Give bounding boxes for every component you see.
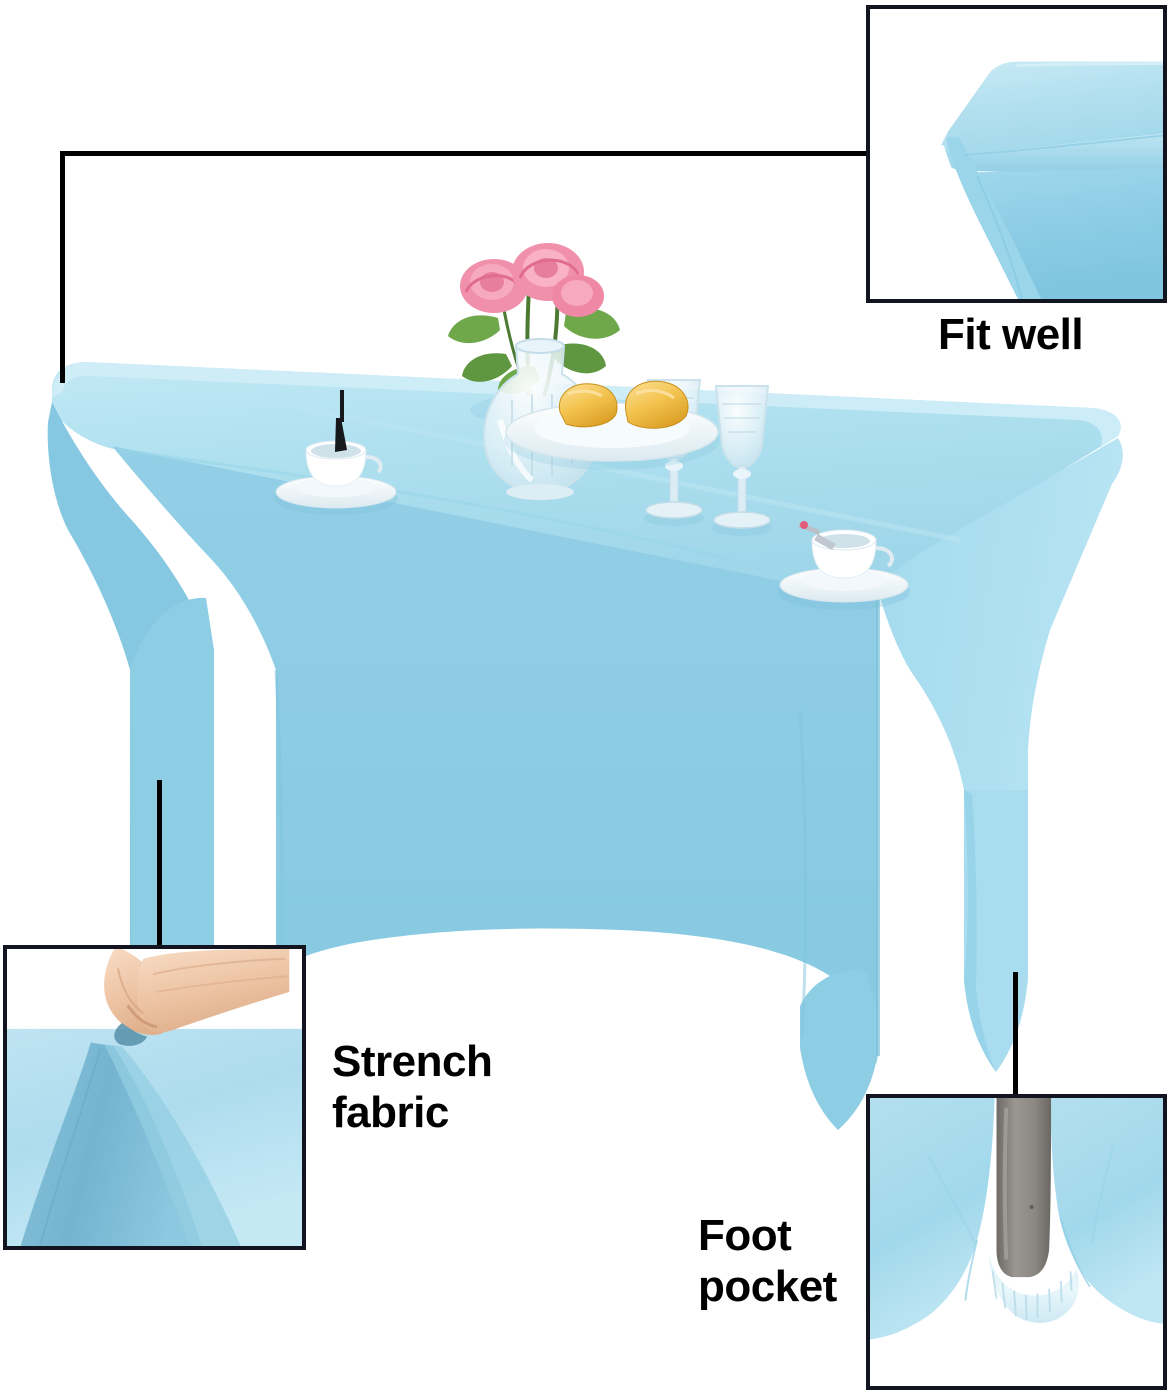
fit-well-top-highlight [1015,62,1163,67]
left-cup-spoon [335,418,347,452]
callout-box-foot-pocket [866,1094,1167,1390]
leader-line-fit-well-horizontal [60,151,868,156]
tabletop-fold-line [119,448,837,592]
rose-leaf-3 [462,353,512,382]
table-leg-mark [1029,1205,1034,1209]
wine-glass-right-knop [733,469,751,479]
table-right-skirt [878,438,1123,1072]
table-right-leg-crease [964,790,996,1072]
vase-base [506,484,574,500]
pinched-fabric-tip [114,1022,148,1046]
bread-roll-left-highlight [567,389,603,398]
front-skirt-arch-cutout [212,928,876,1180]
pinch-shadow [126,1004,158,1029]
vase-highlight [497,419,535,483]
stretch-fabric-peak-right-face [104,1044,241,1246]
tabletop-edge-highlight [52,362,1121,448]
left-saucer-well [296,477,376,497]
finger-crease-1 [152,957,286,976]
fit-well-closeup-art [870,9,1163,299]
table-front-right-leg-sleeve [800,970,878,1130]
fit-well-seam-corner [976,176,1023,299]
rose-bloom-right [552,275,604,317]
fit-well-tabletop [947,61,1163,156]
table-leg [996,1098,1052,1278]
fit-well-table-edge [940,131,1163,177]
callout-box-fit-well [866,5,1167,303]
wine-glass-left-knop [665,461,683,471]
left-cup-body [305,449,367,487]
thumb-crease [117,968,144,1015]
foot-pocket-seam-right [1059,1218,1091,1288]
rose-leaf-4 [554,343,606,374]
foot-pocket-fold-right [1090,1144,1115,1245]
fit-well-drape-fold [945,137,1042,299]
table-leg-highlight [1002,1107,1009,1260]
leader-line-fit-well-vertical [60,151,65,383]
fit-well-left-whitespace [870,145,1013,299]
wine-glass-right [712,385,772,536]
finger-crease-2 [156,975,288,993]
bread-roll-right [625,380,689,429]
wine-glass-left-foot [645,501,703,519]
teacup-with-spoon-right [778,521,910,610]
rose-leaf-1 [448,315,500,344]
wine-glass-right-foot [713,511,771,529]
foot-pocket-left-drape [870,1098,995,1340]
leader-line-foot-pocket [1013,972,1018,1096]
right-cup-handle [875,546,894,568]
rose-bloom-left [460,259,528,313]
fit-well-seam-top [963,134,1163,156]
right-saucer-well [802,569,886,591]
callout-label-foot-pocket: Foot pocket [698,1211,837,1312]
foot-pocket-cuff [988,1255,1080,1323]
foot-pocket-seam-left [964,1239,979,1301]
foot-pocket-closeup-art [870,1098,1163,1386]
bread-roll-right-highlight [635,389,675,400]
table-right-leg-sleeve [964,790,1028,1072]
leader-line-strench-fabric [157,780,162,948]
callout-box-strench-fabric [3,945,306,1250]
teacup-with-spoon-left [274,390,398,515]
stretch-fabric-crease [39,1048,102,1246]
fit-well-corner-drape [940,143,1163,299]
callout-label-strench-fabric: Strench fabric [332,1037,493,1138]
left-cup-spoon-handle [340,390,344,422]
right-cup-spoon-bowl [814,534,836,550]
plate-with-bread-rolls [504,380,720,470]
front-panel-crease-right [798,709,808,1039]
left-cup-handle [365,455,383,474]
foot-pocket-ribbing [991,1271,1073,1320]
right-cup-spoon-tip-accent [800,521,808,529]
right-cup-body [811,539,877,579]
tabletop-sheen [299,405,961,543]
foot-pocket-fold-left [927,1155,977,1245]
bread-roll-left [558,383,618,428]
stretch-fabric-peak [20,1042,202,1246]
pinching-hand [104,949,290,1036]
callout-label-fit-well: Fit well [938,310,1084,359]
wine-glass-right-cut [722,403,762,433]
crystal-vase-mouth [515,338,565,354]
stretch-fabric-closeup-art [7,949,302,1246]
